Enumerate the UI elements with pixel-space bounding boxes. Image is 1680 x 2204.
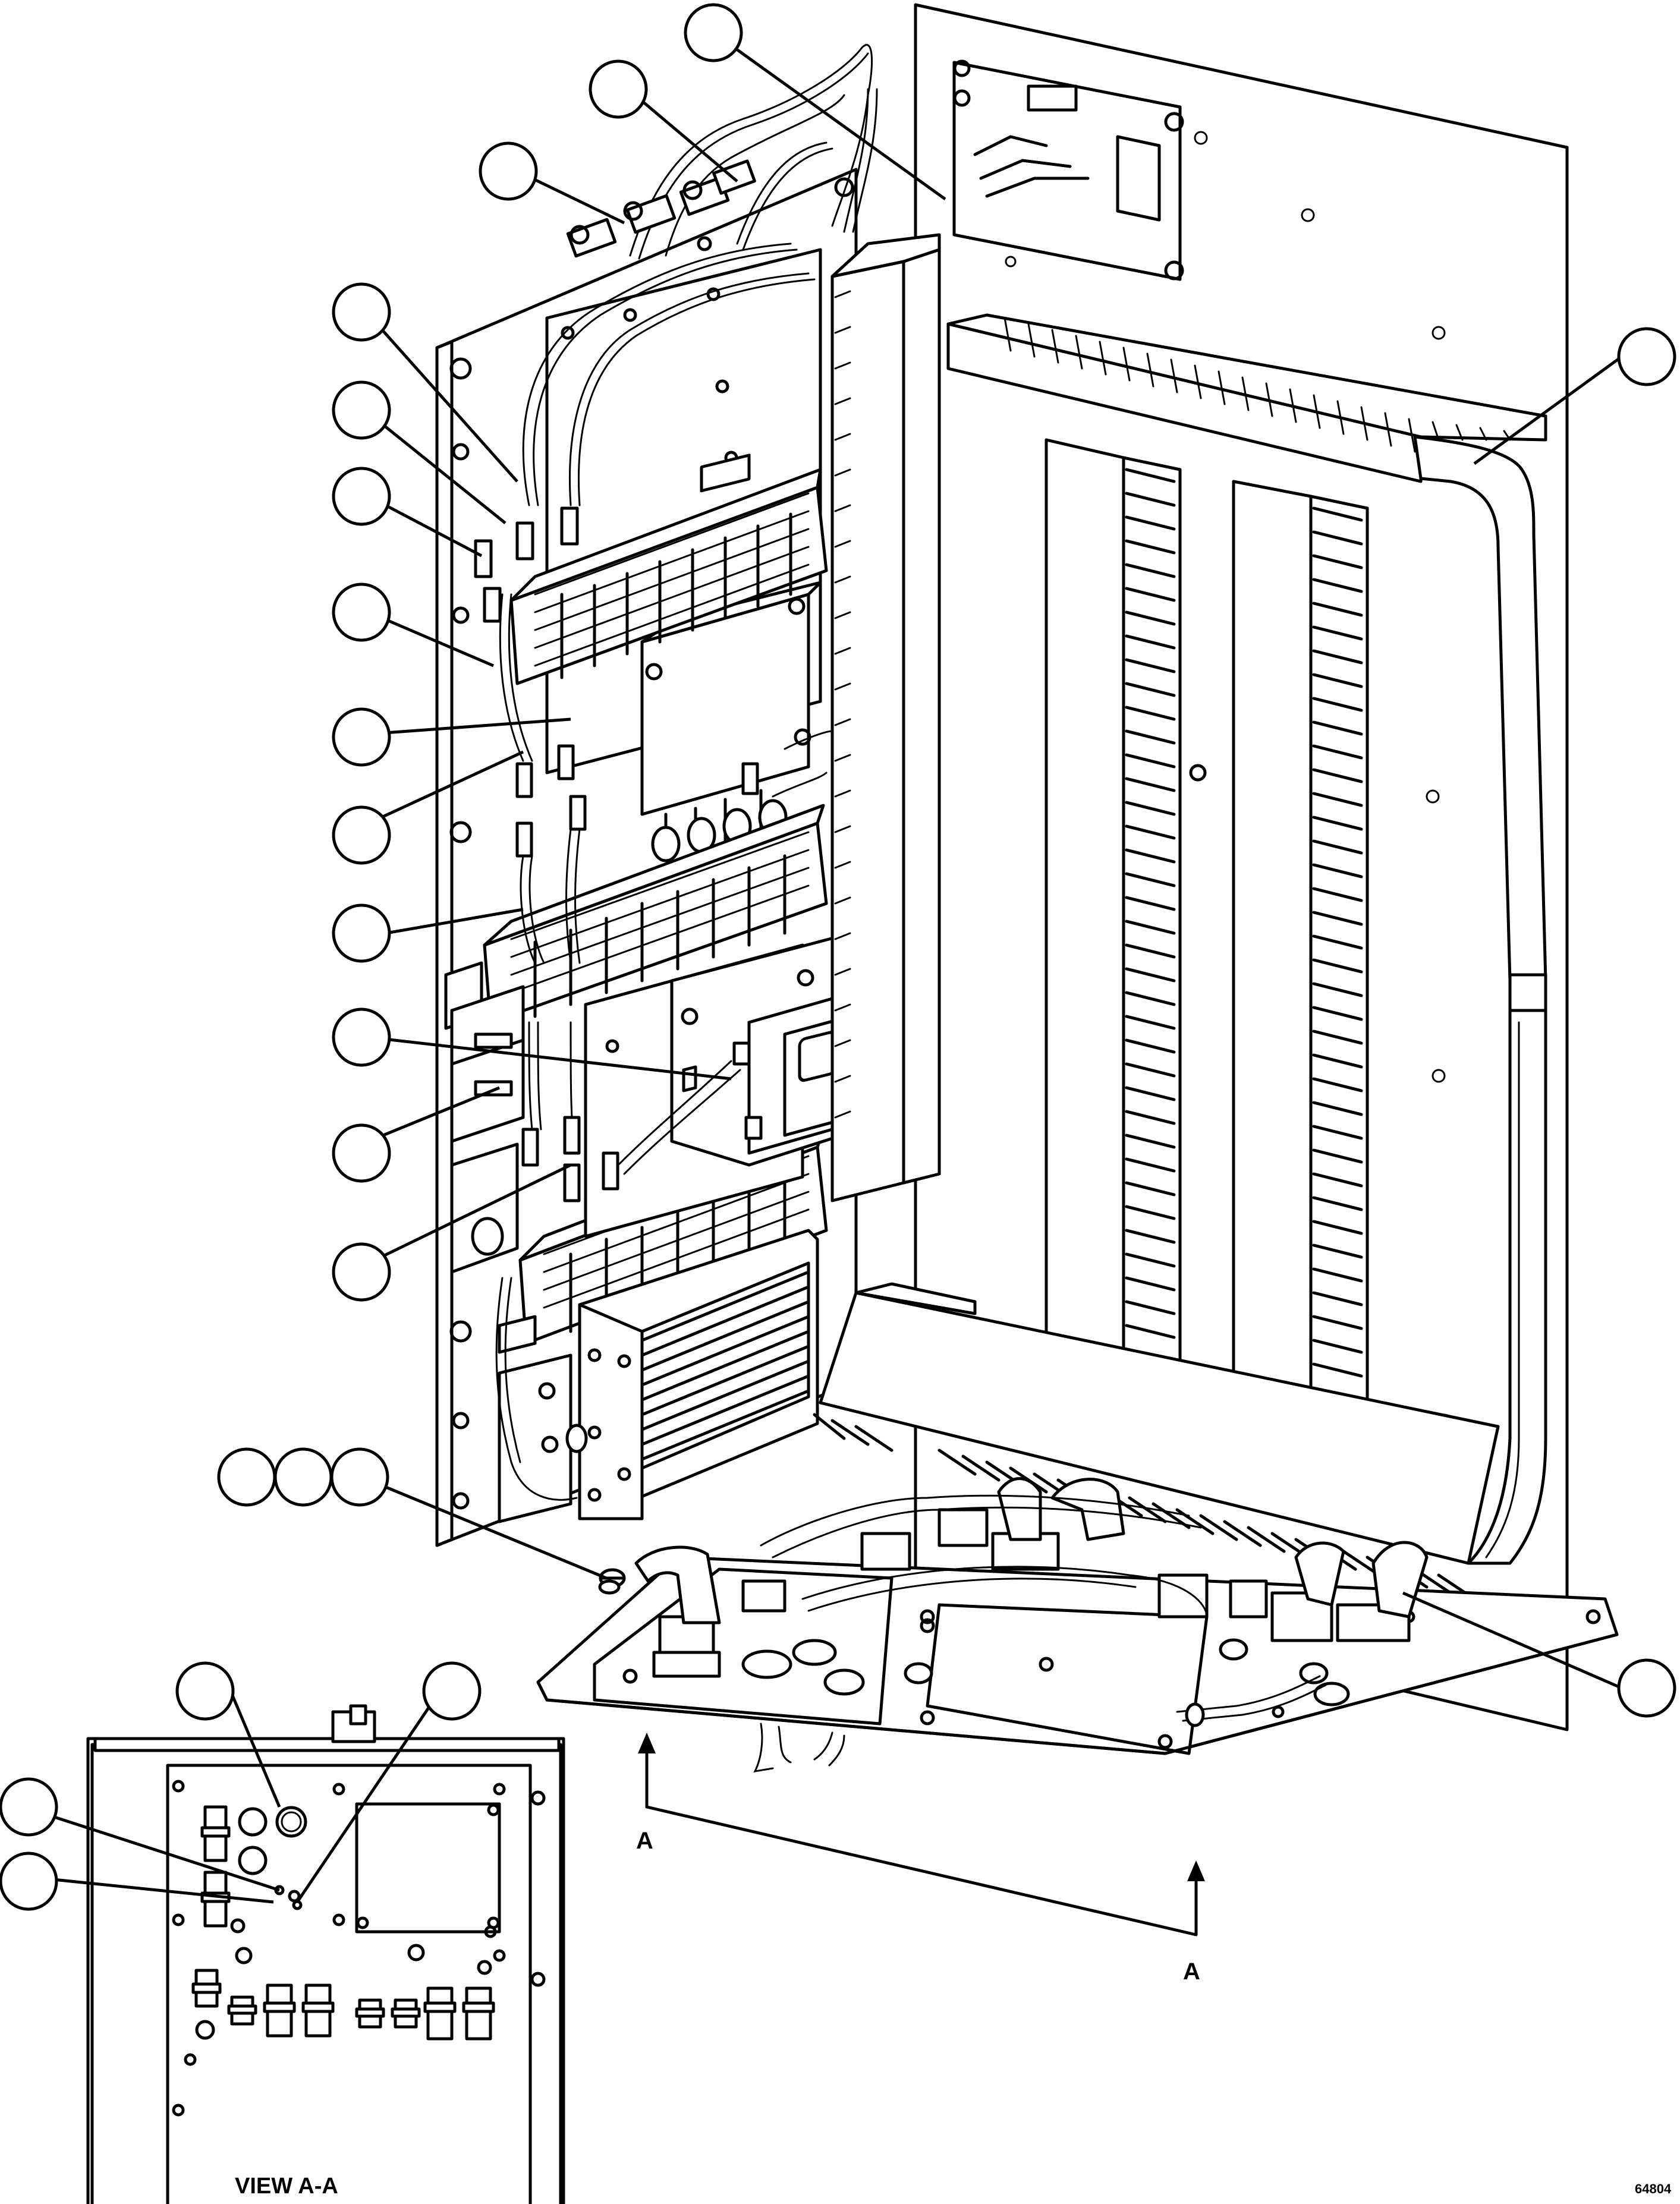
callout-balloon-icon — [0, 1777, 58, 1837]
callout-leaders — [41, 43, 1623, 1904]
vertical-wire-duct — [830, 233, 941, 1202]
callout-balloon-icon — [1617, 1658, 1676, 1718]
section-arrow-a-left — [638, 1733, 1205, 1937]
ground-lug — [598, 1568, 626, 1595]
section-marker-top: A — [636, 1828, 653, 1854]
callout-balloon-icon — [684, 3, 743, 62]
callout-balloon-icon — [332, 282, 391, 342]
drawing-number: 64804 — [1635, 2181, 1672, 2196]
callout-balloon-icon — [422, 1661, 482, 1721]
callout-balloon-icon — [273, 1447, 333, 1507]
bottom-horizontal-duct — [813, 1282, 1500, 1601]
view-title: VIEW A-A — [235, 2174, 338, 2199]
base-plate-connectors — [652, 1508, 1411, 1696]
wire-harness — [495, 243, 833, 1501]
callout-balloon-icon — [332, 1123, 391, 1183]
bottom-cable-ends — [753, 1723, 845, 1772]
callout-balloon-icon — [332, 583, 391, 642]
callout-balloon-icon — [332, 805, 391, 865]
top-horizontal-duct — [946, 313, 1547, 483]
inline-connectors — [474, 506, 759, 1202]
base-thick-cables — [634, 1477, 1429, 1727]
callout-balloon-icon — [217, 1447, 276, 1507]
view-a-a-inset — [86, 1704, 565, 2204]
callout-balloon-icon — [479, 141, 538, 201]
wire-duct-2 — [483, 804, 828, 1024]
callout-balloon-icon — [332, 1007, 391, 1067]
section-marker-bottom: A — [1183, 1959, 1200, 1985]
callout-balloon-icon — [1617, 327, 1676, 386]
callout-balloon-icon — [332, 380, 391, 440]
callout-balloon-icon — [0, 1852, 58, 1911]
callout-balloon-icon — [332, 467, 391, 526]
vertical-duct-a — [1045, 438, 1207, 1387]
callout-balloon-icon — [589, 59, 648, 119]
vertical-duct-b — [1232, 480, 1369, 1413]
callout-balloon-icon — [332, 707, 391, 767]
callout-balloon-icon — [332, 1242, 391, 1302]
terminal-blocks — [444, 961, 588, 1523]
callout-balloon-icon — [175, 1661, 235, 1721]
callout-balloon-icon — [332, 903, 391, 963]
heat-sink-module — [578, 1229, 819, 1520]
right-cable-conduit — [1413, 435, 1547, 1565]
upper-connector-bracket — [952, 59, 1184, 281]
controller-box-upper — [640, 454, 822, 862]
callout-balloons — [0, 3, 1676, 1911]
wire-duct-1 — [509, 468, 828, 685]
callout-balloon-icon — [330, 1447, 389, 1507]
